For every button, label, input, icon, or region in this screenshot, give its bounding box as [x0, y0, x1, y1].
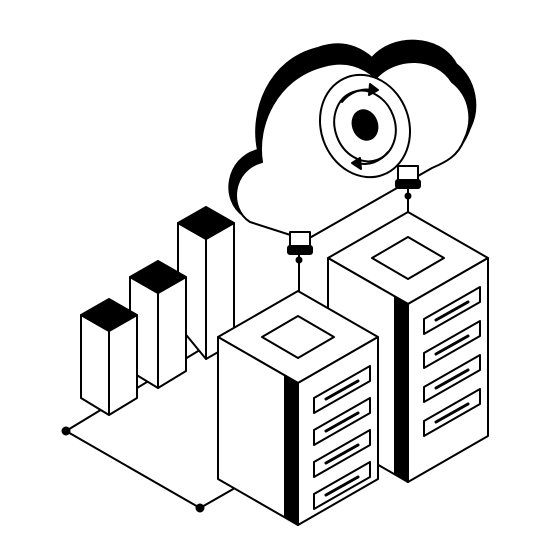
server-top-port	[261, 315, 335, 359]
server-slots	[313, 365, 371, 510]
node-dot-bottom	[195, 503, 205, 513]
bar-3	[177, 206, 235, 360]
sync-center-dot	[351, 109, 379, 141]
node-dot-left	[61, 426, 71, 436]
cloud-sync-icon	[228, 39, 477, 241]
server-rack-icon	[217, 290, 379, 526]
sync-arrowhead-bottom	[351, 157, 362, 170]
sync-arrowhead-top	[368, 83, 379, 96]
server-slots	[423, 286, 481, 437]
bar-chart-icon	[80, 206, 235, 416]
server-top-port	[371, 236, 445, 280]
bar-1	[80, 298, 138, 416]
bar-2	[129, 260, 187, 389]
